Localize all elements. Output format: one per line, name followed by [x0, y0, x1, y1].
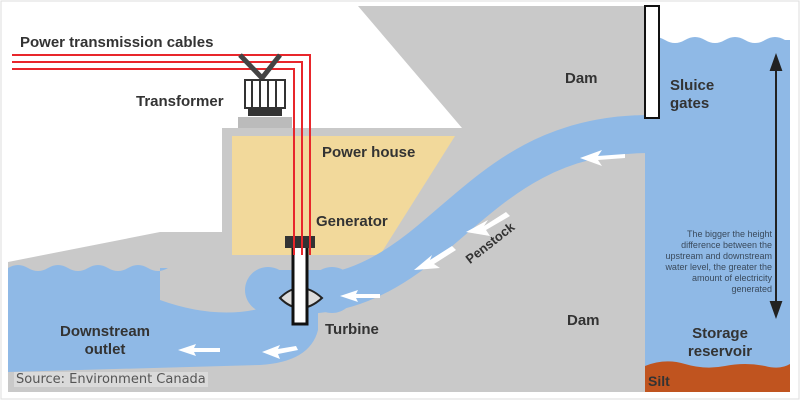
label-silt: Silt [648, 373, 670, 389]
label-turbine: Turbine [325, 321, 379, 338]
flow-arrows [178, 150, 625, 359]
label-storage-reservoir: Storage reservoir [687, 325, 753, 360]
sluice-gate [644, 5, 660, 119]
label-downstream-outlet: Downstream outlet [59, 323, 151, 358]
storage-reservoir-water [645, 37, 790, 392]
source-credit: Source: Environment Canada [14, 372, 208, 387]
label-transformer: Transformer [136, 93, 224, 110]
turbine-shaft [291, 244, 309, 326]
height-difference-arrow [769, 53, 783, 319]
label-dam-top: Dam [565, 70, 598, 87]
transformer-icon [238, 53, 292, 128]
label-sluice-gates: Sluice gates [670, 77, 715, 112]
flow-arrow [340, 290, 380, 302]
label-dam-bottom: Dam [567, 312, 600, 329]
label-power-transmission-cables: Power transmission cables [20, 34, 214, 51]
generator-base [285, 236, 315, 248]
power-cables [12, 54, 311, 255]
height-difference-note: The bigger the height difference between… [665, 229, 772, 294]
label-power-house: Power house [322, 144, 416, 161]
downstream-water [8, 265, 318, 372]
label-generator: Generator [316, 213, 388, 230]
flow-arrow [580, 150, 625, 166]
flow-arrow [178, 344, 220, 356]
flow-arrow [414, 246, 456, 270]
power-house [232, 136, 455, 255]
flow-arrow [262, 345, 298, 359]
silt-layer [645, 361, 790, 392]
flow-arrow [466, 212, 510, 236]
